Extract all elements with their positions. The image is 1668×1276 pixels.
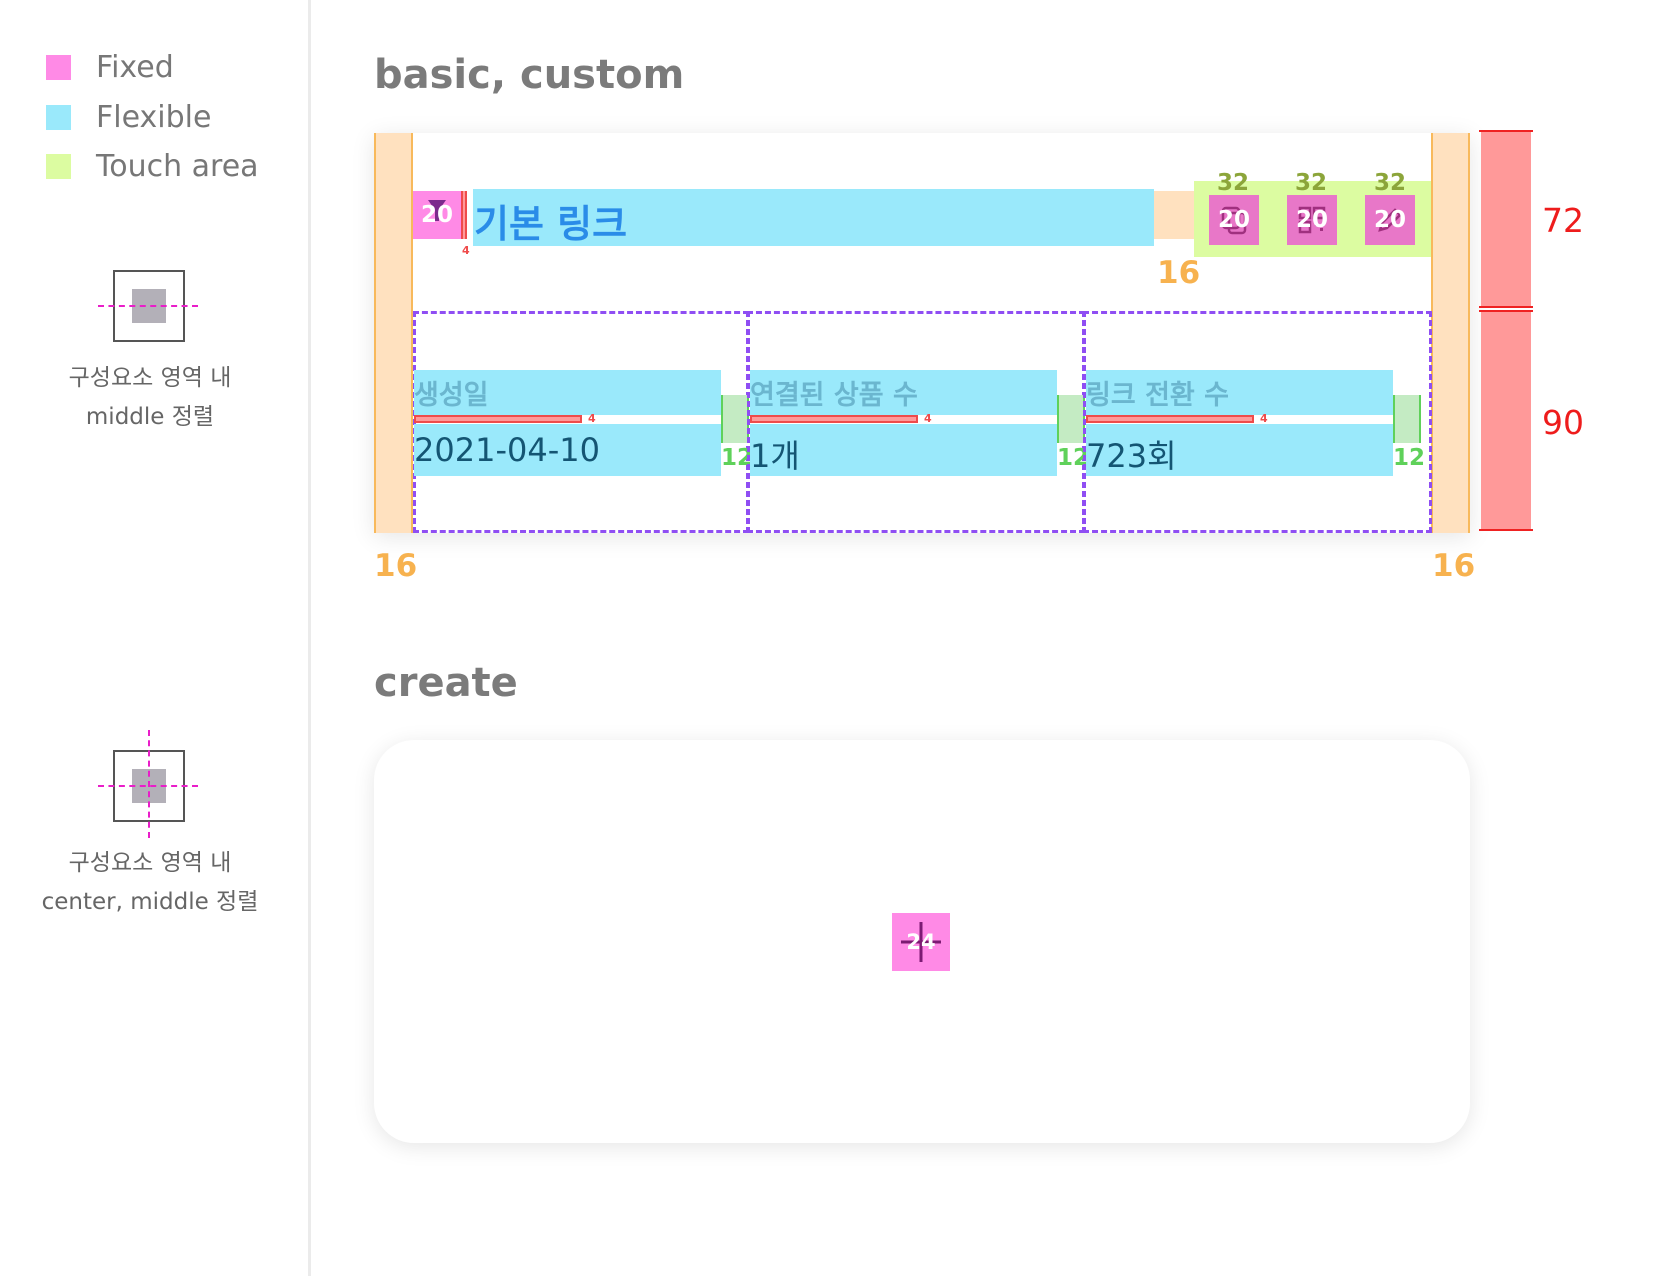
height-rule <box>1479 529 1533 531</box>
column-value: 723회 <box>1086 437 1177 475</box>
sidebar: Fixed Flexible Touch area 구성요소 영역 내 midd… <box>0 0 308 1276</box>
flexible-swatch <box>46 104 71 130</box>
title-action-gap-label: 16 <box>1157 255 1201 291</box>
center-middle-alignment-caption: 구성요소 영역 내 center, middle 정렬 <box>41 850 259 915</box>
column-gap-label: 12 <box>1393 445 1426 471</box>
touch-size-label: 32 <box>1295 170 1328 196</box>
column-gap-marker <box>1393 395 1421 443</box>
row-height-marker-2 <box>1481 312 1531 529</box>
leading-gap-marker <box>461 191 467 239</box>
column-label-area <box>1086 370 1393 415</box>
title-action-gap-marker <box>1154 191 1194 239</box>
legend-item-touch-area: Touch area <box>46 146 259 186</box>
section-title-create: create <box>374 660 518 706</box>
touch-size-label: 32 <box>1217 170 1250 196</box>
center-middle-alignment-icon <box>98 730 218 840</box>
legend-label: Touch area <box>96 148 259 184</box>
icon-size-label: 24 <box>906 930 936 954</box>
create-card[interactable]: 24 <box>374 740 1470 1143</box>
legend-label: Flexible <box>96 99 212 135</box>
sidebar-divider <box>308 0 311 1276</box>
fixed-swatch <box>46 54 71 80</box>
padding-left-label: 16 <box>374 548 418 584</box>
label-gap-marker <box>750 415 918 423</box>
column-label-area <box>750 370 1057 415</box>
link-title-area <box>473 189 1154 246</box>
legend-item-fixed: Fixed <box>46 47 174 87</box>
column-label: 연결된 상품 수 <box>750 380 918 411</box>
label-gap-label: 4 <box>1260 412 1268 425</box>
leading-icon-marker: 20 <box>413 191 461 239</box>
section-title-basic: basic, custom <box>374 52 685 98</box>
height-rule <box>1479 310 1533 312</box>
column-label-area <box>414 370 721 415</box>
edit-icon[interactable]: 20 <box>1365 195 1415 245</box>
label-gap-marker <box>1086 415 1254 423</box>
column-value: 2021-04-10 <box>414 431 600 469</box>
row-height-label-1: 72 <box>1542 201 1584 240</box>
column-gap-marker <box>721 395 749 443</box>
touch-area-swatch <box>46 153 71 179</box>
plus-icon[interactable]: 24 <box>892 913 950 971</box>
info-column-3 <box>1083 311 1432 533</box>
label-gap-label: 4 <box>924 412 932 425</box>
padding-right-label: 16 <box>1432 548 1476 584</box>
height-rule <box>1479 130 1533 132</box>
column-value-area <box>414 424 721 476</box>
label-gap-marker <box>414 415 582 423</box>
padding-left-marker <box>374 133 413 533</box>
basic-card: 20 4 기본 링크 16 32 32 32 20 20 20 <box>374 133 1470 533</box>
middle-alignment-caption: 구성요소 영역 내 middle 정렬 <box>68 365 232 430</box>
column-value-area <box>1086 424 1393 476</box>
column-label: 링크 전환 수 <box>1086 380 1229 411</box>
qr-code-icon[interactable]: 20 <box>1287 195 1337 245</box>
legend-item-flexible: Flexible <box>46 97 211 137</box>
column-gap-marker <box>1057 395 1085 443</box>
copy-icon[interactable]: 20 <box>1209 195 1259 245</box>
height-rule <box>1479 306 1533 308</box>
link-title: 기본 링크 <box>474 202 628 246</box>
middle-alignment-icon <box>98 270 218 350</box>
touch-size-label: 32 <box>1374 170 1407 196</box>
padding-right-marker <box>1431 133 1470 533</box>
row-height-label-2: 90 <box>1542 403 1584 442</box>
column-value: 1개 <box>750 437 800 475</box>
row-height-marker-1 <box>1481 131 1531 308</box>
link-pin-icon <box>428 200 446 221</box>
label-gap-label: 4 <box>588 412 596 425</box>
column-value-area <box>750 424 1057 476</box>
legend-label: Fixed <box>96 49 174 85</box>
leading-gap-label: 4 <box>462 244 470 257</box>
column-label: 생성일 <box>414 380 489 411</box>
